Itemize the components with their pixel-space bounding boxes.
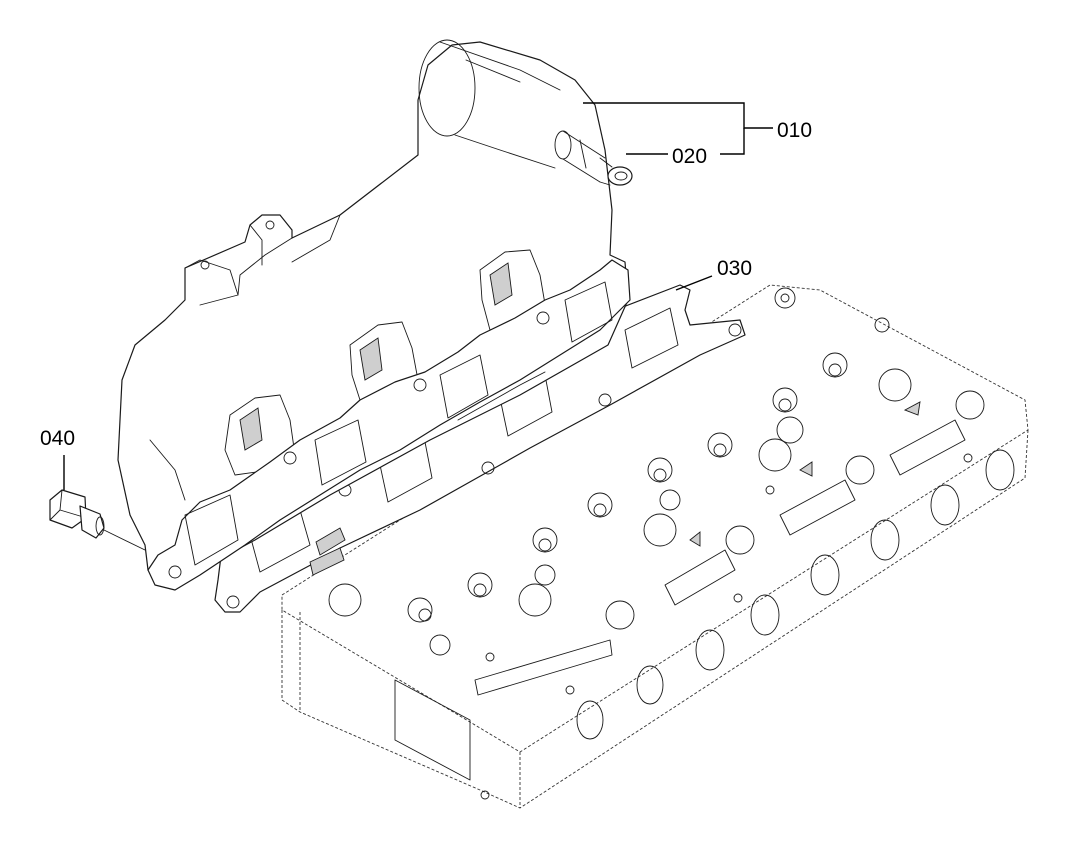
head-side-ports (394, 449, 1015, 800)
leader-010 (583, 102, 773, 129)
leader-010-bracket (720, 128, 745, 155)
exhaust-manifold (117, 39, 631, 591)
manifold-gasket (214, 284, 746, 613)
callout-010: 010 (777, 119, 812, 142)
bolt (49, 489, 146, 551)
callout-040: 040 (40, 427, 75, 450)
fitting-stud (554, 130, 633, 186)
callout-020: 020 (672, 145, 707, 168)
cylinder-head (281, 284, 1029, 809)
leader-030 (675, 275, 713, 291)
leader-lines (63, 102, 773, 490)
head-top-holes (328, 287, 985, 696)
callout-030: 030 (717, 257, 752, 280)
